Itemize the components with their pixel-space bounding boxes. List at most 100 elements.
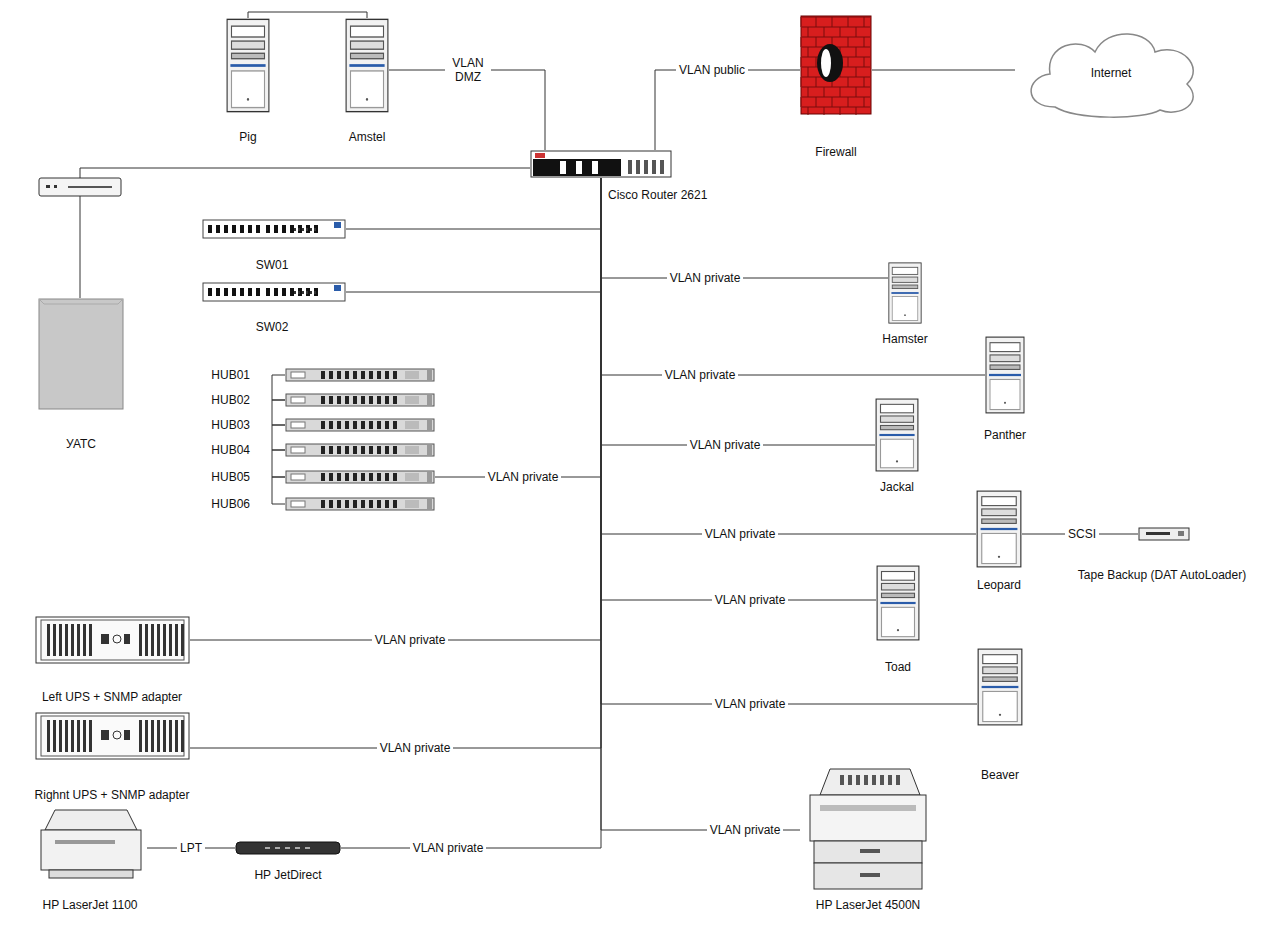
hub-icon [285, 497, 435, 511]
link-label: VLAN private [662, 368, 739, 382]
ups-icon: Righnt UPS + SNMP adapter [35, 712, 190, 760]
modem-icon [38, 175, 122, 199]
link-label: VLAN private [712, 593, 789, 607]
device-label: Jackal [880, 480, 914, 494]
device-label: SW01 [256, 258, 289, 272]
ups-icon [35, 616, 190, 664]
network-link [248, 12, 367, 18]
server-icon [226, 18, 270, 113]
ups-icon: Left UPS + SNMP adapter [35, 616, 190, 664]
device-label: HP LaserJet 4500N [816, 898, 921, 912]
printer-icon [35, 800, 147, 882]
tape-drive-icon: Tape Backup (DAT AutoLoader) [1138, 526, 1190, 542]
hub-icon: HUB02 [285, 393, 435, 407]
network-link [341, 178, 601, 848]
hub-icon [285, 393, 435, 407]
server-icon [888, 262, 922, 324]
hub-icon [285, 443, 435, 457]
network-link [272, 477, 285, 504]
link-label: VLAN private [372, 633, 449, 647]
hub-icon: HUB05 [285, 470, 435, 484]
device-label: Beaver [981, 768, 1019, 782]
device-label: Left UPS + SNMP adapter [42, 690, 182, 704]
device-label: Internet [1091, 66, 1132, 80]
hub-icon [285, 470, 435, 484]
network-link [601, 178, 876, 600]
server-icon: Leopard [976, 490, 1022, 568]
link-label: VLAN DMZ [445, 56, 491, 84]
server-icon [875, 398, 919, 472]
print-server-icon [235, 840, 341, 856]
link-label: VLAN private [712, 697, 789, 711]
server-icon [976, 490, 1022, 568]
device-label: УАТС [66, 437, 96, 451]
network-link [601, 178, 888, 278]
network-link [272, 425, 285, 450]
switch-icon [202, 281, 346, 303]
network-link [601, 178, 985, 375]
link-label: VLAN private [485, 470, 562, 484]
server-icon: Amstel [345, 18, 389, 113]
device-label: HUB02 [211, 393, 250, 407]
device-label: HUB01 [211, 368, 250, 382]
device-label: SW02 [256, 320, 289, 334]
hub-icon: HUB06 [285, 497, 435, 511]
device-label: Panther [984, 428, 1026, 442]
cloud-shape: Internet [1015, 22, 1207, 122]
device-label: HUB03 [211, 418, 250, 432]
link-label: VLAN private [410, 841, 487, 855]
device-label: HUB04 [211, 443, 250, 457]
device-label: HP JetDirect [254, 868, 321, 882]
network-link [190, 178, 601, 640]
network-link [872, 70, 1015, 71]
network-link [190, 178, 601, 748]
link-label: VLAN private [707, 823, 784, 837]
printer-icon: HP LaserJet 4500N [800, 765, 936, 893]
network-link [655, 70, 800, 150]
print-server-icon: HP JetDirect [235, 840, 341, 856]
server-icon [345, 18, 389, 113]
network-link [272, 400, 285, 425]
network-link [601, 178, 875, 445]
device-label: Tape Backup (DAT AutoLoader) [1078, 568, 1246, 582]
network-link [346, 178, 601, 292]
switch-icon: SW02 [202, 281, 346, 303]
printer-icon: HP LaserJet 1100 [35, 800, 147, 882]
device-label: Hamster [882, 332, 927, 346]
device-label: HUB05 [211, 470, 250, 484]
network-link [80, 168, 530, 298]
switch-icon: SW01 [202, 218, 346, 240]
link-label: LPT [177, 841, 205, 855]
device-label: Leopard [977, 578, 1021, 592]
device-label: Righnt UPS + SNMP adapter [35, 788, 190, 802]
router-icon: Cisco Router 2621 [530, 150, 672, 178]
server-icon: Beaver [977, 648, 1023, 726]
ups-icon [35, 712, 190, 760]
firewall-icon [800, 15, 872, 115]
tape-drive-icon [1138, 526, 1190, 542]
link-label: VLAN public [676, 63, 748, 77]
link-label: VLAN private [667, 271, 744, 285]
switch-icon [202, 218, 346, 240]
pbx-box: УАТС [38, 298, 124, 410]
hub-icon: HUB03 [285, 418, 435, 432]
hub-icon [285, 418, 435, 432]
server-icon [985, 336, 1025, 414]
server-icon: Pig [226, 18, 270, 113]
network-link [435, 178, 601, 477]
link-label: VLAN private [702, 527, 779, 541]
link-label: VLAN private [377, 741, 454, 755]
network-link [272, 375, 285, 400]
hub-icon: HUB04 [285, 443, 435, 457]
hub-icon: HUB01 [285, 368, 435, 382]
network-link [272, 450, 285, 477]
server-icon: Toad [876, 565, 920, 641]
device-label: Firewall [815, 145, 856, 159]
server-icon: Hamster [888, 262, 922, 324]
hub-icon [285, 368, 435, 382]
server-icon: Jackal [875, 398, 919, 472]
device-label: HUB06 [211, 497, 250, 511]
device-label: Pig [239, 130, 256, 144]
link-label: VLAN private [687, 438, 764, 452]
